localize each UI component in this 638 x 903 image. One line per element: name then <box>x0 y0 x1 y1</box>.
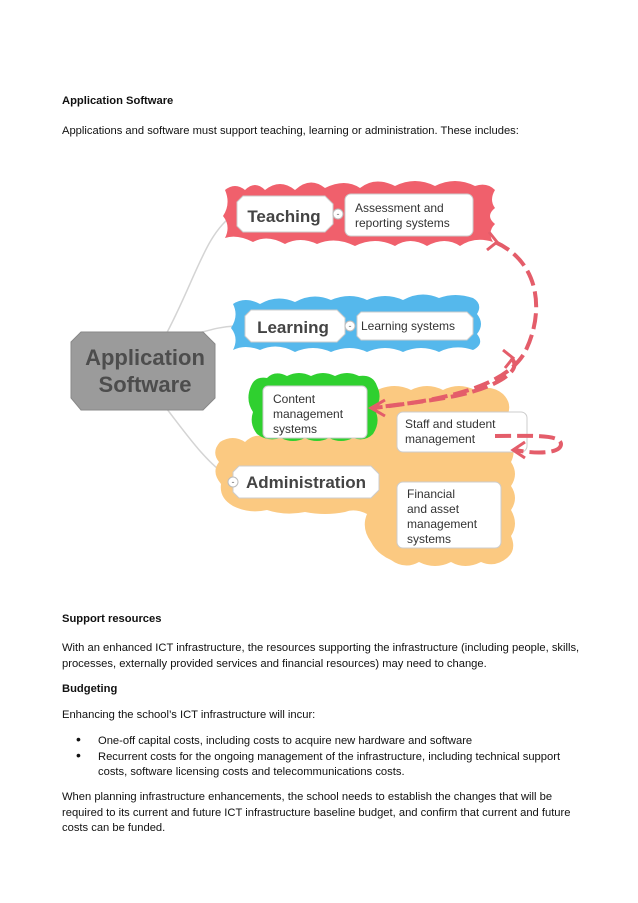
assessment-label-line1: Assessment and <box>355 201 444 215</box>
financial-label-line1: Financial <box>407 487 455 501</box>
teaching-collapse-toggle[interactable] <box>332 208 344 220</box>
assessment-reporting-node[interactable]: Assessment and reporting systems <box>344 193 474 237</box>
learning-node[interactable]: Learning <box>244 309 346 343</box>
learning-label: Learning <box>257 318 329 337</box>
budgeting-heading: Budgeting <box>62 683 118 695</box>
mind-map-diagram: Application Software Teaching - Assessme… <box>70 181 564 566</box>
teaching-node[interactable]: Teaching <box>236 195 334 233</box>
assessment-label-line2: reporting systems <box>355 216 450 230</box>
learning-collapse-toggle[interactable] <box>344 320 356 332</box>
learning-collapse-symbol: - <box>349 321 352 331</box>
closing-paragraph: When planning infrastructure enhancement… <box>62 791 571 834</box>
administration-label: Administration <box>246 473 366 492</box>
support-resources-text: With an enhanced ICT infrastructure, the… <box>62 642 580 670</box>
arrowhead-staff <box>510 440 526 460</box>
arrowhead-content <box>367 398 386 418</box>
bullet-text: Recurrent costs for the ongoing manageme… <box>98 750 561 779</box>
financial-asset-node[interactable]: Financial and asset management systems <box>396 481 502 549</box>
content-label-line3: systems <box>273 422 317 436</box>
support-resources-heading: Support resources <box>62 613 162 625</box>
central-label-line2: Software <box>99 372 192 397</box>
staff-label-line2: management <box>405 432 476 446</box>
administration-node[interactable]: Administration <box>232 465 380 499</box>
content-label-line2: management <box>273 407 344 421</box>
learning-systems-node[interactable]: Learning systems <box>356 311 474 341</box>
list-item: • One-off capital costs, including costs … <box>62 731 582 750</box>
content-label-line1: Content <box>273 392 316 406</box>
relationship-arrows <box>372 240 564 455</box>
administration-collapse-toggle[interactable] <box>227 476 239 488</box>
learning-systems-label: Learning systems <box>361 319 455 333</box>
teaching-collapse-symbol: - <box>337 209 340 219</box>
financial-label-line2: and asset <box>407 502 460 516</box>
application-software-heading: Application Software <box>62 95 174 107</box>
financial-label-line3: management <box>407 517 478 531</box>
bullet-text: One-off capital costs, including costs t… <box>98 735 473 747</box>
application-software-intro: Applications and software must support t… <box>62 125 519 137</box>
central-node[interactable]: Application Software <box>70 331 216 411</box>
cost-bullet-list: • One-off capital costs, including costs … <box>62 731 582 781</box>
arrowhead-assessment <box>486 231 500 252</box>
administration-collapse-symbol: - <box>232 477 235 487</box>
central-label-line1: Application <box>85 345 205 370</box>
arrow-learning-to-content <box>372 356 517 410</box>
list-item: • Recurrent costs for the ongoing managem… <box>62 746 582 781</box>
staff-student-node[interactable]: Staff and student management <box>396 411 528 453</box>
budgeting-intro: Enhancing the school’s ICT infrastructur… <box>62 709 316 721</box>
bullet-icon: • <box>76 731 81 747</box>
arrow-heads <box>367 231 526 460</box>
arrowhead-learning <box>502 348 516 369</box>
financial-label-line4: systems <box>407 532 451 546</box>
bullet-icon: • <box>76 746 81 763</box>
staff-label-line1: Staff and student <box>405 417 496 431</box>
teaching-label: Teaching <box>247 207 320 226</box>
content-management-node[interactable]: Content management systems <box>262 385 368 439</box>
arrow-staff-loop <box>494 433 564 455</box>
